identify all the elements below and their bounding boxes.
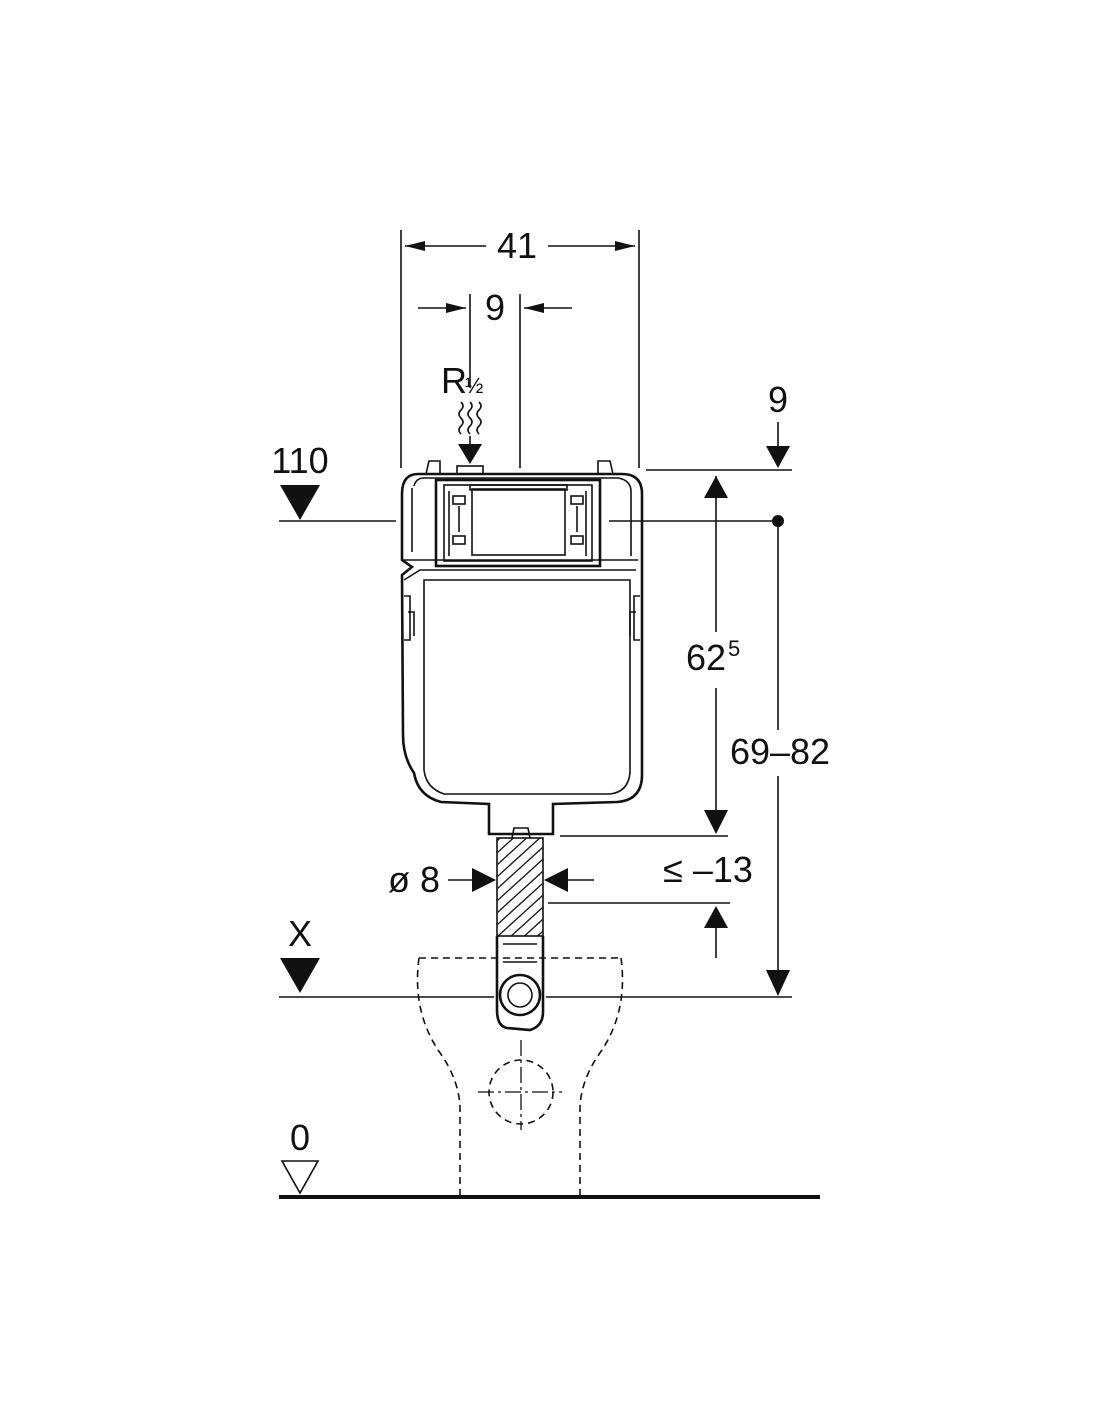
dimension-flush-height: 62 5 [560,476,740,837]
water-wave-icon [458,401,482,435]
height-marker-110: 110 [271,440,396,522]
level-triangle-icon [280,958,320,993]
label-pipe-diameter: ø 8 [388,859,440,900]
dimension-pipe-shortening: ≤ –13 [548,849,753,958]
axis-marker-x: X [279,913,792,998]
label-top-offset-9: 9 [768,379,788,420]
label-width-41: 41 [497,225,537,266]
label-inlet-thread-fraction: ½ [465,373,483,398]
label-height-110: 110 [271,440,328,481]
wc-bowl-outline [416,957,624,1195]
label-pipe-shortening: ≤ –13 [663,849,753,890]
actuator-frame [434,478,602,568]
label-height-range: 69–82 [730,731,830,772]
label-flush-height-sup: 5 [728,636,740,661]
floor-triangle-icon [280,1160,320,1195]
floor-level-marker: 0 [279,1117,820,1199]
label-flush-height-base: 62 [686,637,726,678]
level-triangle-icon [280,485,320,520]
dimension-pipe-diameter: ø 8 [388,859,594,900]
dimension-inlet-offset-9: 9 [418,287,572,468]
dimension-height-range: 69–82 [730,527,830,996]
cistern-body [400,460,644,836]
label-inlet-thread: R [441,360,467,401]
flush-pipe [495,827,545,1032]
dimension-width-41: 41 [400,225,640,468]
reference-point-icon [772,515,784,527]
label-floor-level: 0 [290,1117,310,1158]
dimension-top-offset-9: 9 [646,379,792,471]
label-axis-x: X [288,913,312,954]
label-inlet-offset-9: 9 [485,287,505,328]
inlet-arrow-icon [458,444,482,464]
water-inlet-r-half: R ½ [441,360,483,464]
